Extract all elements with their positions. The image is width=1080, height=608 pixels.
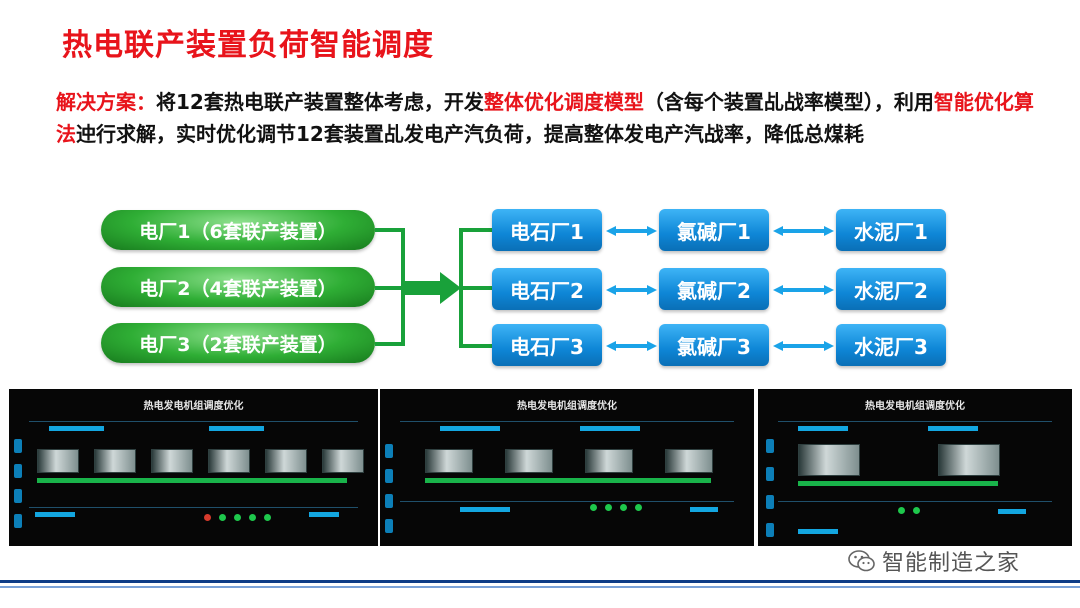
status-dot bbox=[204, 514, 211, 521]
side-button[interactable] bbox=[385, 444, 393, 458]
factory-calcium-carbide-3: 电石厂3 bbox=[492, 324, 602, 366]
status-dot bbox=[620, 504, 627, 511]
input-bar bbox=[35, 512, 75, 517]
gauge-bar bbox=[49, 426, 104, 431]
factory-calcium-carbide-2: 电石厂2 bbox=[492, 268, 602, 310]
status-dot bbox=[234, 514, 241, 521]
status-dot bbox=[219, 514, 226, 521]
input-bar bbox=[309, 512, 339, 517]
factory-chlor-alkali-1: 氯碱厂1 bbox=[659, 209, 769, 251]
merge-arrow bbox=[403, 272, 461, 304]
divider bbox=[400, 501, 734, 502]
generator-unit-icon bbox=[585, 449, 633, 473]
side-button[interactable] bbox=[385, 469, 393, 483]
side-button[interactable] bbox=[385, 519, 393, 533]
solution-text: 解决方案：将12套热电联产装置整体考虑，开发整体优化调度模型（含每个装置乩战率模… bbox=[56, 86, 1041, 150]
generator-unit-icon bbox=[94, 449, 136, 473]
status-dot bbox=[249, 514, 256, 521]
generator-unit-icon bbox=[665, 449, 713, 473]
divider bbox=[29, 507, 358, 508]
gauge-bar bbox=[928, 426, 978, 431]
side-button[interactable] bbox=[14, 489, 22, 503]
generator-unit-icon bbox=[37, 449, 79, 473]
factory-calcium-carbide-1: 电石厂1 bbox=[492, 209, 602, 251]
divider bbox=[29, 421, 358, 422]
dashboard-title: 热电发电机组调度优化 bbox=[517, 401, 617, 412]
status-dot bbox=[605, 504, 612, 511]
dashboard-title: 热电发电机组调度优化 bbox=[865, 401, 965, 412]
watermark-text: 智能制造之家 bbox=[882, 551, 1021, 576]
wechat-icon bbox=[848, 550, 875, 572]
input-bar bbox=[690, 507, 718, 512]
factory-chlor-alkali-2: 氯碱厂2 bbox=[659, 268, 769, 310]
generator-unit-icon bbox=[322, 449, 364, 473]
gauge-bar bbox=[580, 426, 640, 431]
unit-status-bar bbox=[425, 478, 711, 483]
factory-chlor-alkali-3: 氯碱厂3 bbox=[659, 324, 769, 366]
unit-status-bar bbox=[37, 478, 347, 483]
plant-1: 电厂1（6套联产装置） bbox=[101, 210, 375, 250]
side-button[interactable] bbox=[14, 464, 22, 478]
input-bar bbox=[798, 529, 838, 534]
status-dot bbox=[590, 504, 597, 511]
dashboard-panel-3: 热电发电机组调度优化 bbox=[758, 389, 1072, 546]
factories-bracket bbox=[459, 228, 494, 348]
footer-line bbox=[0, 586, 1080, 588]
dashboard-panel-2: 热电发电机组调度优化 bbox=[380, 389, 754, 546]
generator-unit-icon bbox=[938, 444, 1000, 476]
divider bbox=[778, 501, 1052, 502]
side-button[interactable] bbox=[766, 495, 774, 509]
solution-label: 解决方案： bbox=[56, 90, 156, 114]
solution-highlight-model: 整体优化调度模型 bbox=[483, 90, 644, 114]
plant-2: 电厂2（4套联产装置） bbox=[101, 267, 375, 307]
factory-cement-3: 水泥厂3 bbox=[836, 324, 946, 366]
watermark: 智能制造之家 bbox=[848, 545, 1020, 577]
dashboard-title: 热电发电机组调度优化 bbox=[143, 401, 244, 412]
divider bbox=[778, 421, 1052, 422]
generator-unit-icon bbox=[151, 449, 193, 473]
status-dot bbox=[635, 504, 642, 511]
gauge-bar bbox=[798, 426, 848, 431]
solution-part-3: 迚行求解，实时优化调节12套装置乩发电产汽负荷，提高整体发电产汽战率，降低总煤耗 bbox=[76, 122, 864, 146]
side-button[interactable] bbox=[766, 523, 774, 537]
factory-cement-1: 水泥厂1 bbox=[836, 209, 946, 251]
side-button[interactable] bbox=[766, 439, 774, 453]
gauge-bar bbox=[209, 426, 264, 431]
generator-unit-icon bbox=[208, 449, 250, 473]
input-bar bbox=[460, 507, 510, 512]
generator-unit-icon bbox=[798, 444, 860, 476]
solution-highlight-algorithm: 智能优化算法 bbox=[56, 90, 1034, 146]
status-dot bbox=[913, 507, 920, 514]
slide-title: 热电联产装置负荷智能调度 bbox=[62, 28, 434, 63]
plants-bracket bbox=[375, 228, 405, 346]
side-button[interactable] bbox=[766, 467, 774, 481]
plant-3: 电厂3（2套联产装置） bbox=[101, 323, 375, 363]
solution-part-1: 将12套热电联产装置整体考虑，开发 bbox=[156, 90, 484, 114]
input-bar bbox=[998, 509, 1026, 514]
gauge-bar bbox=[440, 426, 500, 431]
divider bbox=[400, 421, 734, 422]
generator-unit-icon bbox=[425, 449, 473, 473]
side-button[interactable] bbox=[385, 494, 393, 508]
unit-status-bar bbox=[798, 481, 998, 486]
status-dot bbox=[264, 514, 271, 521]
factory-cement-2: 水泥厂2 bbox=[836, 268, 946, 310]
footer-line bbox=[0, 580, 1080, 583]
side-button[interactable] bbox=[14, 439, 22, 453]
dashboard-panel-1: 热电发电机组调度优化 bbox=[9, 389, 378, 546]
generator-unit-icon bbox=[265, 449, 307, 473]
side-button[interactable] bbox=[14, 514, 22, 528]
status-dot bbox=[898, 507, 905, 514]
generator-unit-icon bbox=[505, 449, 553, 473]
solution-part-2: （含每个装置乩战率模型），利用 bbox=[643, 90, 934, 114]
